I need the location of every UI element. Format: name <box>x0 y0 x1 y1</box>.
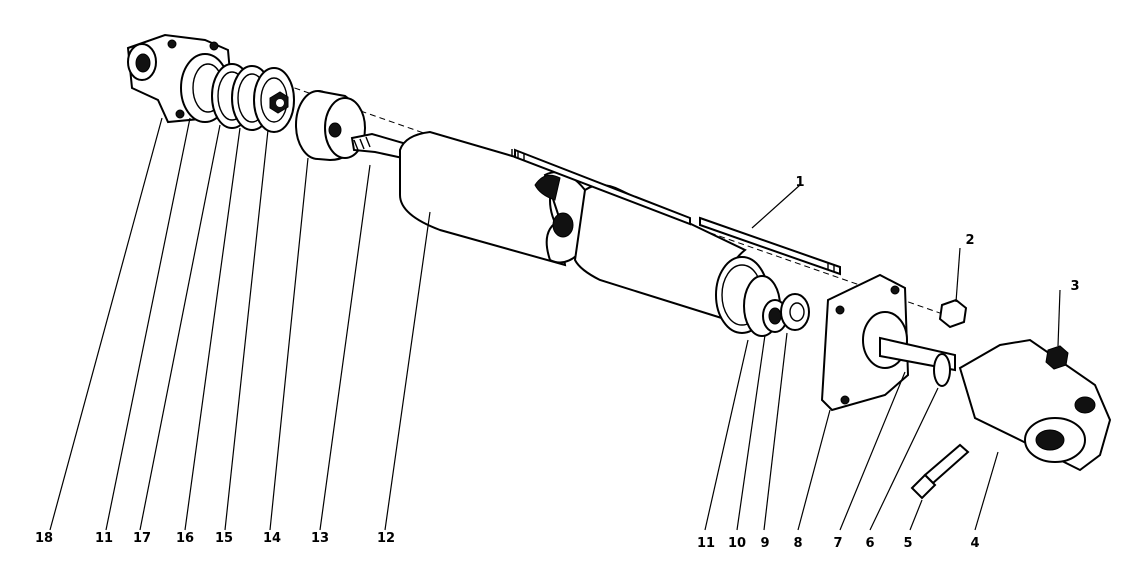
callout-3: 3 <box>1070 279 1079 294</box>
callout-17: 17 <box>133 531 151 546</box>
callout-11-left: 11 <box>95 531 113 546</box>
clevis-bolt <box>910 443 970 500</box>
callout-6: 6 <box>865 536 874 551</box>
callout-1: 1 <box>795 175 804 190</box>
callout-5: 5 <box>903 536 912 551</box>
o-ring-set <box>211 63 295 133</box>
tie-rod <box>511 148 841 276</box>
callout-7: 7 <box>833 536 842 551</box>
callout-12: 12 <box>377 531 395 546</box>
rod-washer <box>933 353 951 387</box>
clevis-nut <box>1045 345 1069 370</box>
callout-13: 13 <box>311 531 329 546</box>
callout-9: 9 <box>760 536 769 551</box>
leader-lines <box>49 117 1061 531</box>
callout-8: 8 <box>793 536 802 551</box>
tie-rod-nut <box>938 298 968 329</box>
callout-16: 16 <box>176 531 194 546</box>
callout-14: 14 <box>263 531 281 546</box>
callout-15: 15 <box>215 531 233 546</box>
front-seal-set <box>743 275 810 337</box>
callout-11-right: 11 <box>697 536 715 551</box>
callout-10: 10 <box>728 536 746 551</box>
callout-4: 4 <box>970 536 979 551</box>
callout-18: 18 <box>35 531 53 546</box>
cylinder-tube <box>399 130 769 334</box>
callout-2: 2 <box>965 233 974 248</box>
rod-clevis <box>958 338 1112 472</box>
